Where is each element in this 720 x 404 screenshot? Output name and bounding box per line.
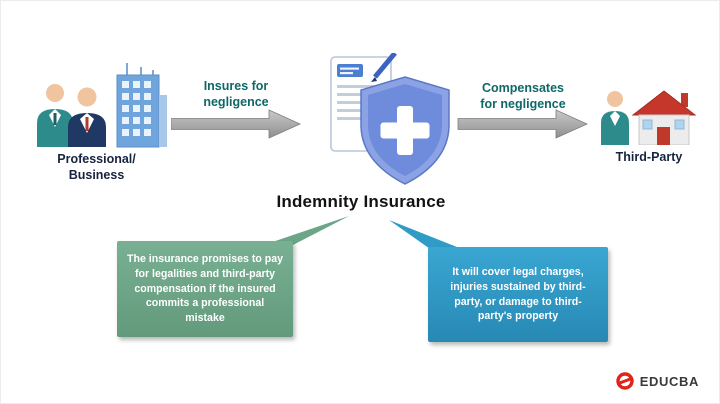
green-callout: The insurance promises to pay for legali…: [117, 241, 293, 337]
blue-callout-text: It will cover legal charges, injuries su…: [450, 266, 586, 323]
house-icon: [631, 90, 697, 145]
business-building-icon: [37, 63, 167, 148]
green-callout-text: The insurance promises to pay for legali…: [127, 253, 284, 324]
businessperson-icon: [37, 84, 73, 147]
arrow-right-icon: [457, 109, 588, 139]
door-icon: [657, 127, 670, 145]
blue-callout: It will cover legal charges, injuries su…: [428, 247, 608, 342]
compensates-flow-label: Compensates for negligence: [480, 81, 566, 111]
shield-icon: [360, 76, 450, 185]
educba-e-icon: [616, 372, 634, 390]
educba-logo-text: EDUCBA: [639, 373, 699, 389]
arrow-right-icon: [171, 109, 301, 139]
educba-logo: EDUCBA: [615, 371, 699, 391]
left-entity-label: Professional/ Business: [57, 152, 136, 183]
businessperson-icon: [68, 87, 106, 147]
insures-flow-label: Insures for negligence: [203, 79, 269, 109]
insurance-shield-icon: [330, 53, 450, 185]
pen-icon: [371, 53, 397, 82]
window-icon: [642, 119, 653, 130]
person-icon: [601, 91, 629, 145]
blue-callout-tail: [389, 220, 477, 255]
right-entity-label: Third-Party: [615, 150, 683, 164]
third-party-icon: [601, 90, 697, 145]
diagram-title: Indemnity Insurance: [276, 192, 446, 211]
window-icon: [674, 119, 685, 130]
